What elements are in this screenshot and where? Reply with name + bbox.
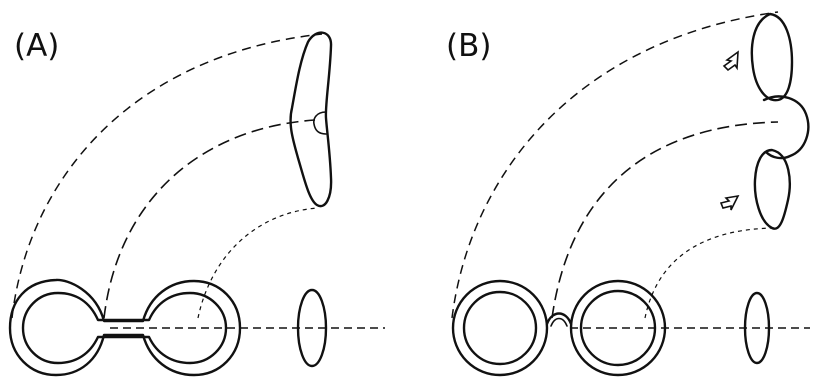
- panel-a-middle-projection-line: [103, 119, 316, 319]
- panel-b-bridge-inner: [550, 317, 568, 327]
- panel-b-lower-arrow-icon: [719, 194, 740, 211]
- panel-b-two-ring-cross-section: [451, 279, 667, 377]
- panel-a-lens-notch: [313, 111, 327, 135]
- panel-a: (A): [8, 28, 385, 377]
- panel-b-upper-lobe: [750, 12, 794, 102]
- panel-b-bridge-outer: [545, 312, 573, 326]
- panel-b-right-ring-inner: [579, 289, 657, 367]
- panel-a-label: (A): [14, 28, 59, 64]
- panel-b-left-ring-inner: [462, 290, 538, 366]
- panel-a-small-lens: [296, 288, 328, 368]
- panel-b-label: (B): [446, 28, 491, 64]
- panel-a-elongated-lens: [289, 31, 333, 208]
- panel-b-middle-bulge: [762, 95, 810, 160]
- panel-b-lower-lobe: [753, 148, 791, 230]
- panel-b-small-lens: [743, 291, 771, 365]
- panel-a-inner-projection-line: [197, 207, 319, 319]
- panel-a-outer-contour: [8, 278, 242, 377]
- panel-a-outer-projection-line: [11, 33, 323, 319]
- panel-b-inner-projection-line: [644, 227, 779, 319]
- panel-b: (B): [446, 11, 810, 377]
- panel-a-inner-contour: [21, 291, 228, 365]
- panel-b-middle-projection-line: [551, 121, 779, 319]
- panel-b-left-ring-outer: [451, 279, 549, 377]
- panel-a-dumbbell-cross-section: [8, 278, 242, 377]
- panel-b-upper-arrow-icon: [722, 50, 739, 72]
